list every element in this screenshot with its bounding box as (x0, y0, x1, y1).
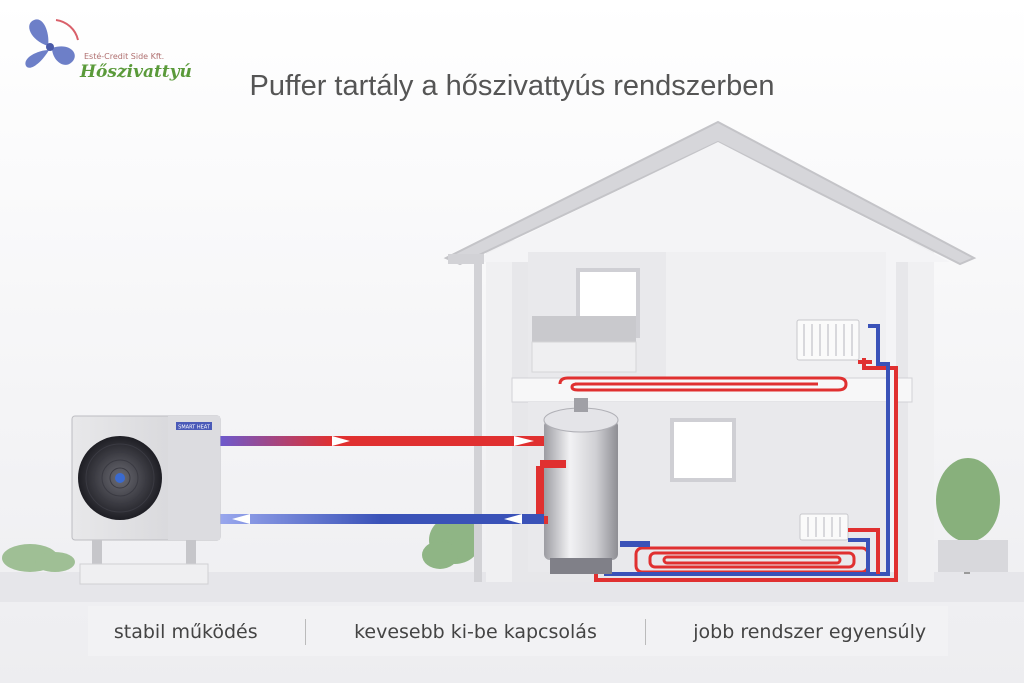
benefits-caption-row: stabil működés kevesebb ki-be kapcsolás … (90, 612, 950, 652)
heat-pump-unit: SMART HEAT (71, 415, 221, 585)
return-pipe (218, 514, 544, 524)
page-title: Puffer tartály a hőszivattyús rendszerbe… (249, 70, 775, 102)
fan-icon (25, 19, 79, 68)
logo-name: Hőszivattyú (80, 62, 192, 82)
tree-right (936, 458, 1008, 574)
lower-window (670, 418, 736, 482)
bush-left (2, 544, 75, 572)
unit-badge: SMART HEAT (178, 425, 211, 431)
company-logo: Esté-Credit Side Kft. Hőszivattyú (22, 14, 192, 84)
caption-divider (644, 619, 646, 645)
logo-subtitle: Esté-Credit Side Kft. (84, 52, 165, 61)
caption-fewer-cycles: kevesebb ki-be kapcsolás (354, 621, 597, 643)
caption-band (88, 606, 948, 656)
upper-floor-heating (558, 376, 848, 392)
buffer-tank (543, 398, 619, 574)
caption-stable-operation: stabil működés (113, 621, 258, 643)
caption-system-balance: jobb rendszer egyensúly (693, 621, 927, 643)
caption-divider (305, 619, 307, 645)
lower-radiator (799, 513, 849, 541)
bush-middle (422, 516, 481, 569)
upper-radiator (796, 319, 860, 361)
